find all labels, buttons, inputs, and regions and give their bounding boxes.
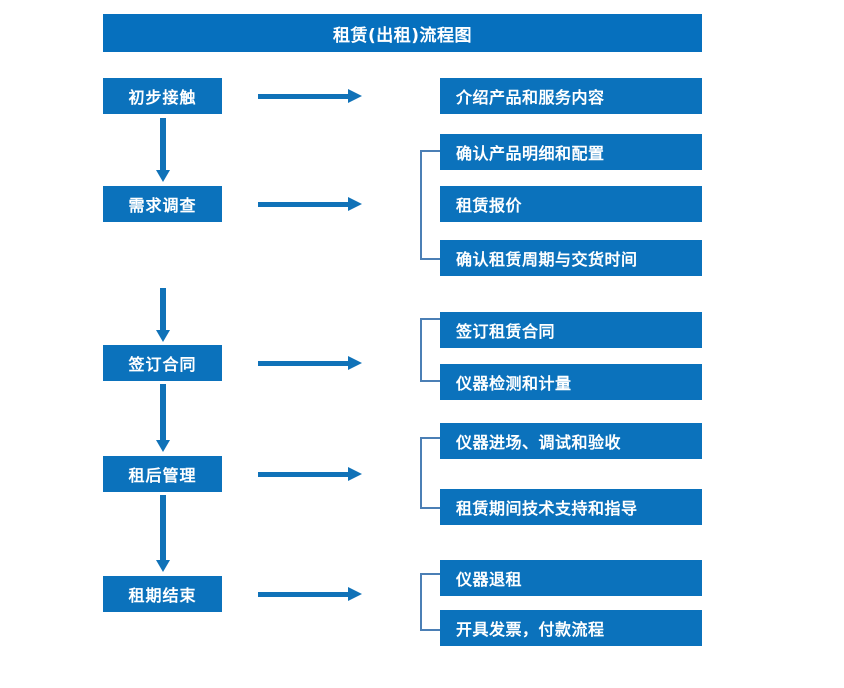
arrow-head-down-icon <box>156 330 170 342</box>
horizontal-arrow-4 <box>258 467 362 481</box>
vertical-arrow-4 <box>156 495 170 572</box>
detail-box-2[interactable]: 确认产品明细和配置 <box>440 134 702 170</box>
horizontal-arrow-2 <box>258 197 362 211</box>
bracket-connector-group-4 <box>420 437 440 509</box>
stage-box-5[interactable]: 租期结束 <box>103 576 222 612</box>
detail-box-8[interactable]: 租赁期间技术支持和指导 <box>440 489 702 525</box>
vertical-arrow-2 <box>156 288 170 342</box>
bracket-connector-group-2 <box>420 150 440 260</box>
arrow-head-right-icon <box>348 89 362 103</box>
stage-box-4[interactable]: 租后管理 <box>103 456 222 492</box>
arrow-head-right-icon <box>348 356 362 370</box>
arrow-shaft <box>160 384 166 440</box>
arrow-shaft <box>160 118 166 170</box>
arrow-shaft <box>258 361 348 366</box>
arrow-head-down-icon <box>156 170 170 182</box>
detail-box-9[interactable]: 仪器退租 <box>440 560 702 596</box>
bracket-connector-group-5 <box>420 573 440 631</box>
detail-box-1[interactable]: 介绍产品和服务内容 <box>440 78 702 114</box>
arrow-shaft <box>258 472 348 477</box>
arrow-shaft <box>258 592 348 597</box>
vertical-arrow-3 <box>156 384 170 452</box>
arrow-shaft <box>160 495 166 560</box>
horizontal-arrow-1 <box>258 89 362 103</box>
arrow-head-down-icon <box>156 440 170 452</box>
bracket-connector-group-3 <box>420 318 440 382</box>
detail-box-10[interactable]: 开具发票，付款流程 <box>440 610 702 646</box>
diagram-title: 租赁(出租)流程图 <box>103 14 702 52</box>
arrow-head-down-icon <box>156 560 170 572</box>
stage-box-3[interactable]: 签订合同 <box>103 345 222 381</box>
horizontal-arrow-5 <box>258 587 362 601</box>
detail-box-4[interactable]: 确认租赁周期与交货时间 <box>440 240 702 276</box>
arrow-head-right-icon <box>348 467 362 481</box>
arrow-head-right-icon <box>348 197 362 211</box>
detail-box-6[interactable]: 仪器检测和计量 <box>440 364 702 400</box>
detail-box-7[interactable]: 仪器进场、调试和验收 <box>440 423 702 459</box>
arrow-shaft <box>258 202 348 207</box>
detail-box-3[interactable]: 租赁报价 <box>440 186 702 222</box>
arrow-head-right-icon <box>348 587 362 601</box>
vertical-arrow-1 <box>156 118 170 182</box>
arrow-shaft <box>160 288 166 330</box>
stage-box-1[interactable]: 初步接触 <box>103 78 222 114</box>
horizontal-arrow-3 <box>258 356 362 370</box>
stage-box-2[interactable]: 需求调查 <box>103 186 222 222</box>
arrow-shaft <box>258 94 348 99</box>
detail-box-5[interactable]: 签订租赁合同 <box>440 312 702 348</box>
